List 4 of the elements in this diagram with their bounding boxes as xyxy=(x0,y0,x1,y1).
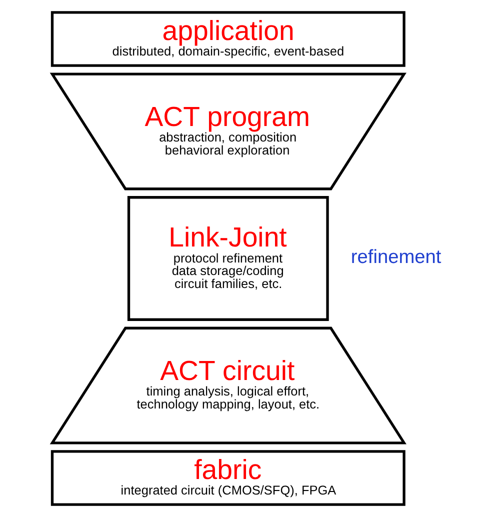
node-box: fabric integrated circuit (CMOS/SFQ), FPGA xyxy=(50,450,405,506)
node-box: Link-Joint protocol refinement data storage/coding circuit families, etc. xyxy=(126,196,328,321)
label: refinement xyxy=(350,247,441,268)
node-box: application distributed, domain-specific, event-based xyxy=(50,11,405,67)
